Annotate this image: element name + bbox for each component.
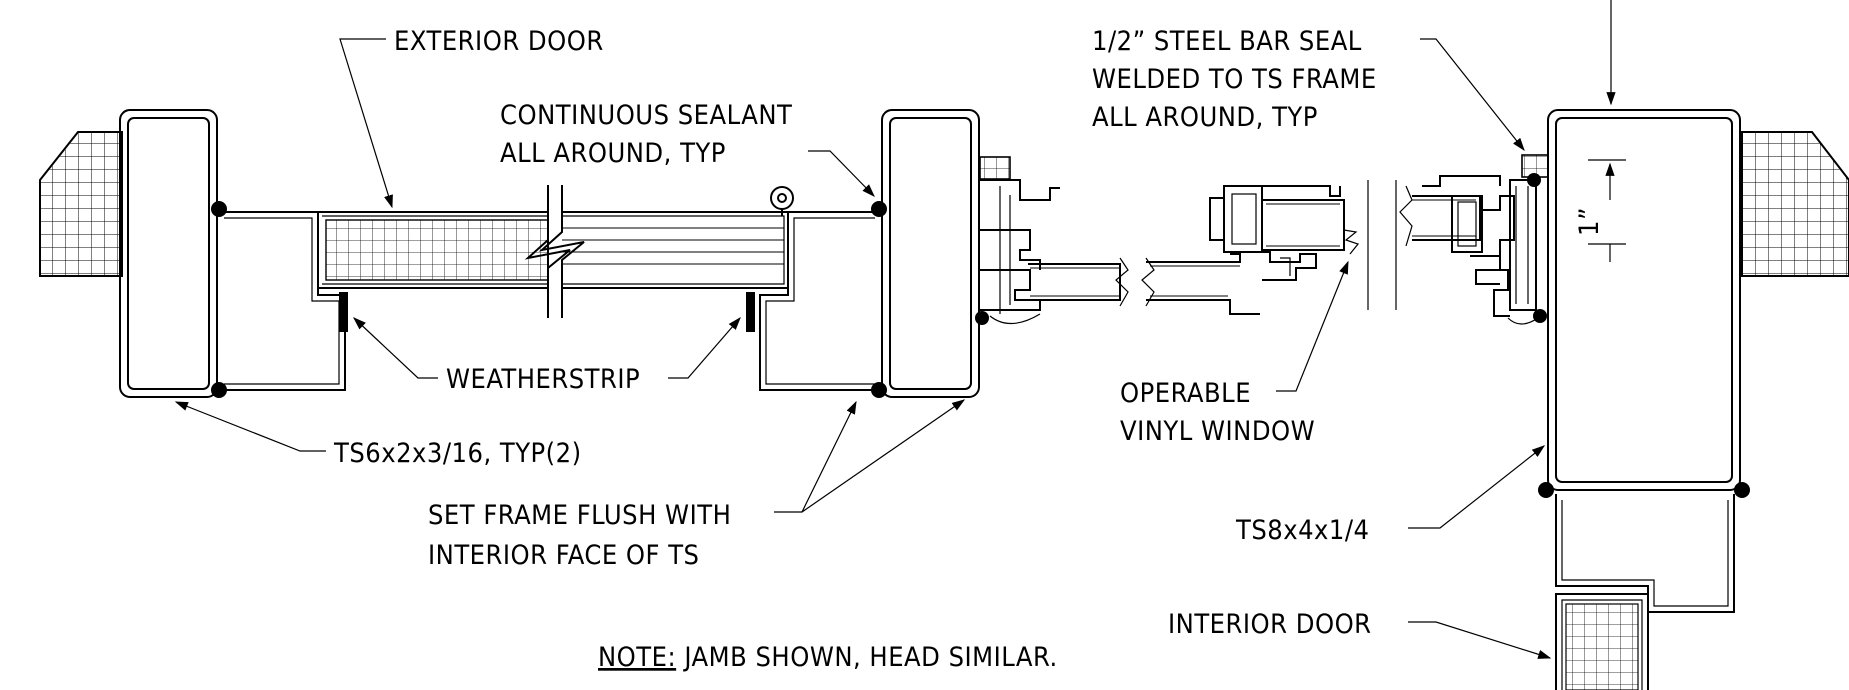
sealant-bead [871, 201, 887, 217]
middle-ts6-tube [881, 109, 980, 398]
note-text: JAMB SHOWN, HEAD SIMILAR. [676, 642, 1058, 673]
operable-sash [1146, 180, 1369, 315]
right-ts8-tube [1547, 109, 1741, 491]
left-door-frame [219, 211, 346, 391]
label-ts6: TS6x2x3/16, TYP(2) [333, 438, 582, 469]
label-steel-bar-seal: ALL AROUND, TYP [1092, 102, 1318, 133]
label-operable-window: VINYL WINDOW [1120, 416, 1315, 447]
sealant-bead [1538, 482, 1554, 498]
left-ts6-tube [119, 109, 218, 398]
left-window-frame [975, 156, 1155, 325]
label-set-frame: INTERIOR FACE OF TS [428, 540, 699, 571]
right-wall-hatch [1741, 131, 1849, 277]
label-ts8: TS8x4x1/4 [1235, 515, 1370, 546]
weatherstrip-right [746, 292, 755, 332]
exterior-door [318, 185, 794, 318]
left-wall-hatch [39, 131, 123, 277]
dimension-1in [1588, 0, 1626, 262]
leaders [174, 38, 1552, 659]
label-operable-window: OPERABLE [1120, 378, 1251, 409]
label-set-frame: SET FRAME FLUSH WITH [428, 500, 731, 531]
label-exterior-door: EXTERIOR DOOR [394, 26, 604, 57]
label-steel-bar-seal: WELDED TO TS FRAME [1092, 64, 1377, 95]
interior-door [1555, 593, 1649, 690]
dimension-label: 1” [1574, 207, 1605, 236]
weatherstrip-left [339, 292, 348, 332]
sealant-bead [871, 382, 887, 398]
label-weatherstrip: WEATHERSTRIP [446, 364, 640, 395]
label-continuous-sealant: CONTINUOUS SEALANT [500, 100, 792, 131]
label-continuous-sealant: ALL AROUND, TYP [500, 138, 726, 169]
right-door-frame [759, 211, 880, 391]
note-prefix: NOTE: [598, 642, 676, 673]
sealant-bead [1734, 482, 1750, 498]
label-interior-door: INTERIOR DOOR [1168, 609, 1372, 640]
right-window-frame [1395, 154, 1549, 325]
sealant-bead [211, 201, 227, 217]
label-steel-bar-seal: 1/2” STEEL BAR SEAL [1092, 26, 1362, 57]
note: NOTE: JAMB SHOWN, HEAD SIMILAR. [598, 642, 1058, 673]
